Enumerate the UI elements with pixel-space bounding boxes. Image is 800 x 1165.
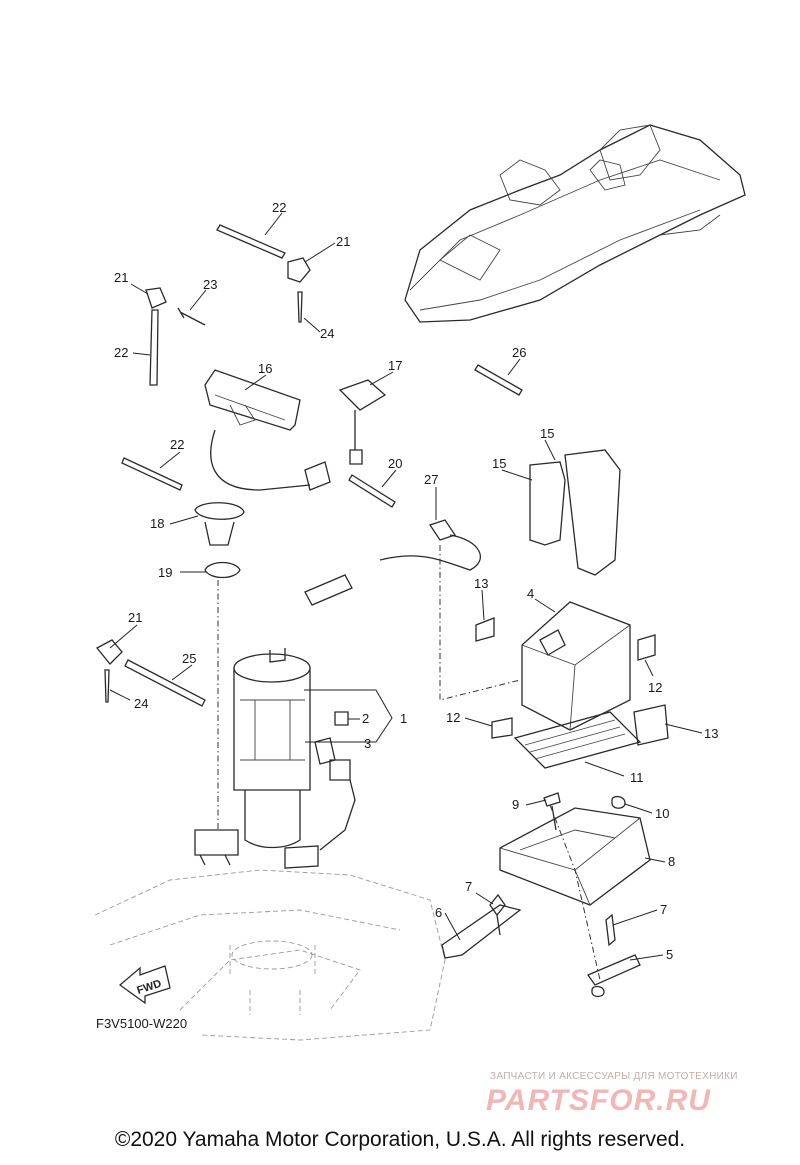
callout-3: 3 <box>364 736 371 751</box>
bracket-6 <box>441 904 522 959</box>
callout-19: 19 <box>158 565 172 580</box>
rivet-24-top <box>297 291 303 323</box>
connector-block <box>284 845 319 869</box>
callout-14: 13 <box>474 576 488 591</box>
pad-12-right <box>637 634 656 661</box>
callout-25: 25 <box>182 651 196 666</box>
callout-24-top: 24 <box>320 326 334 341</box>
callout-10: 10 <box>655 806 669 821</box>
callout-11: 11 <box>630 770 644 785</box>
callout-15-right: 15 <box>540 426 554 441</box>
fuel-pump-assembly-1 <box>233 648 311 849</box>
bolt-9 <box>543 792 561 831</box>
cable-tie-25 <box>124 659 206 707</box>
callout-labels: 22 21 21 23 24 22 16 17 26 22 20 27 15 1… <box>114 200 718 962</box>
clip-21-top <box>287 257 311 283</box>
callout-18: 18 <box>150 516 164 531</box>
callout-13: 13 <box>704 726 718 741</box>
pad-12-left <box>491 717 513 739</box>
callout-24-bottom: 24 <box>134 696 148 711</box>
grommet-18 <box>194 502 245 546</box>
callout-20: 20 <box>388 456 402 471</box>
watermark-brand: PARTSFOR.RU <box>486 1084 711 1117</box>
callout-21-left: 21 <box>114 270 128 285</box>
cable-tie-22-top <box>216 224 286 259</box>
callout-26: 26 <box>512 345 526 360</box>
cable-tie-26 <box>474 364 523 396</box>
sensor-27 <box>304 519 521 701</box>
cable-tie-22-left <box>149 309 159 386</box>
callout-4: 4 <box>527 586 534 601</box>
callout-17: 17 <box>388 358 402 373</box>
hull-outline <box>94 869 446 1041</box>
pin-7-left <box>489 893 506 936</box>
connector-3 <box>314 737 351 781</box>
relay-17 <box>338 379 387 465</box>
callout-9: 9 <box>512 797 519 812</box>
mat-11 <box>513 711 642 769</box>
callout-21-bottom: 21 <box>128 610 142 625</box>
callout-22-left: 22 <box>114 345 128 360</box>
control-unit-16 <box>204 369 331 491</box>
callout-8: 8 <box>668 854 675 869</box>
leader-lines <box>109 212 703 961</box>
callout-12-left: 12 <box>446 710 460 725</box>
callout-7-left: 7 <box>465 879 472 894</box>
harness-connectors <box>194 829 239 866</box>
callout-22-top: 22 <box>272 200 286 215</box>
callout-23: 23 <box>203 277 217 292</box>
cable-tie-20 <box>348 474 396 508</box>
pad-13 <box>633 704 669 746</box>
box-dash-line <box>549 804 601 981</box>
nut-10 <box>611 795 626 809</box>
clip-21-left <box>145 287 167 309</box>
watermark-tagline: ЗАПЧАСТИ И АКСЕССУАРЫ ДЛЯ МОТОТЕХНИКИ <box>490 1071 738 1082</box>
watercraft-illustration <box>404 124 746 323</box>
pin-7-right <box>605 913 616 947</box>
rivet-24-bottom <box>104 669 110 703</box>
bolt-23 <box>177 307 206 326</box>
callout-7-right: 7 <box>660 902 667 917</box>
callout-1: 1 <box>400 711 407 726</box>
callout-5: 5 <box>666 947 673 962</box>
callout-12-right: 12 <box>648 680 662 695</box>
callout-15-left: 15 <box>492 456 506 471</box>
callout-27: 27 <box>424 472 438 487</box>
callout-22-mid: 22 <box>170 437 184 452</box>
callout-6: 6 <box>435 905 442 920</box>
bracket-5 <box>587 954 641 986</box>
fwd-arrow: FWD <box>118 965 171 1005</box>
clip-21-bottom <box>95 639 123 665</box>
cable-tie-22-mid <box>121 457 183 491</box>
callout-21-top: 21 <box>336 234 350 249</box>
callout-2: 2 <box>362 711 369 726</box>
diagram-code: F3V5100-W220 <box>96 1016 188 1031</box>
copyright-footer: ©2020 Yamaha Motor Corporation, U.S.A. A… <box>114 1128 686 1151</box>
clamp-19 <box>204 561 241 579</box>
battery-box-8 <box>499 807 651 906</box>
strap-15 <box>529 449 621 576</box>
nut-5-bottom <box>591 985 605 998</box>
callout-16: 16 <box>258 361 272 376</box>
connector-2 <box>334 711 349 726</box>
pad-14 <box>475 617 495 642</box>
battery-4 <box>521 601 631 731</box>
wire-to-connector <box>319 779 356 851</box>
